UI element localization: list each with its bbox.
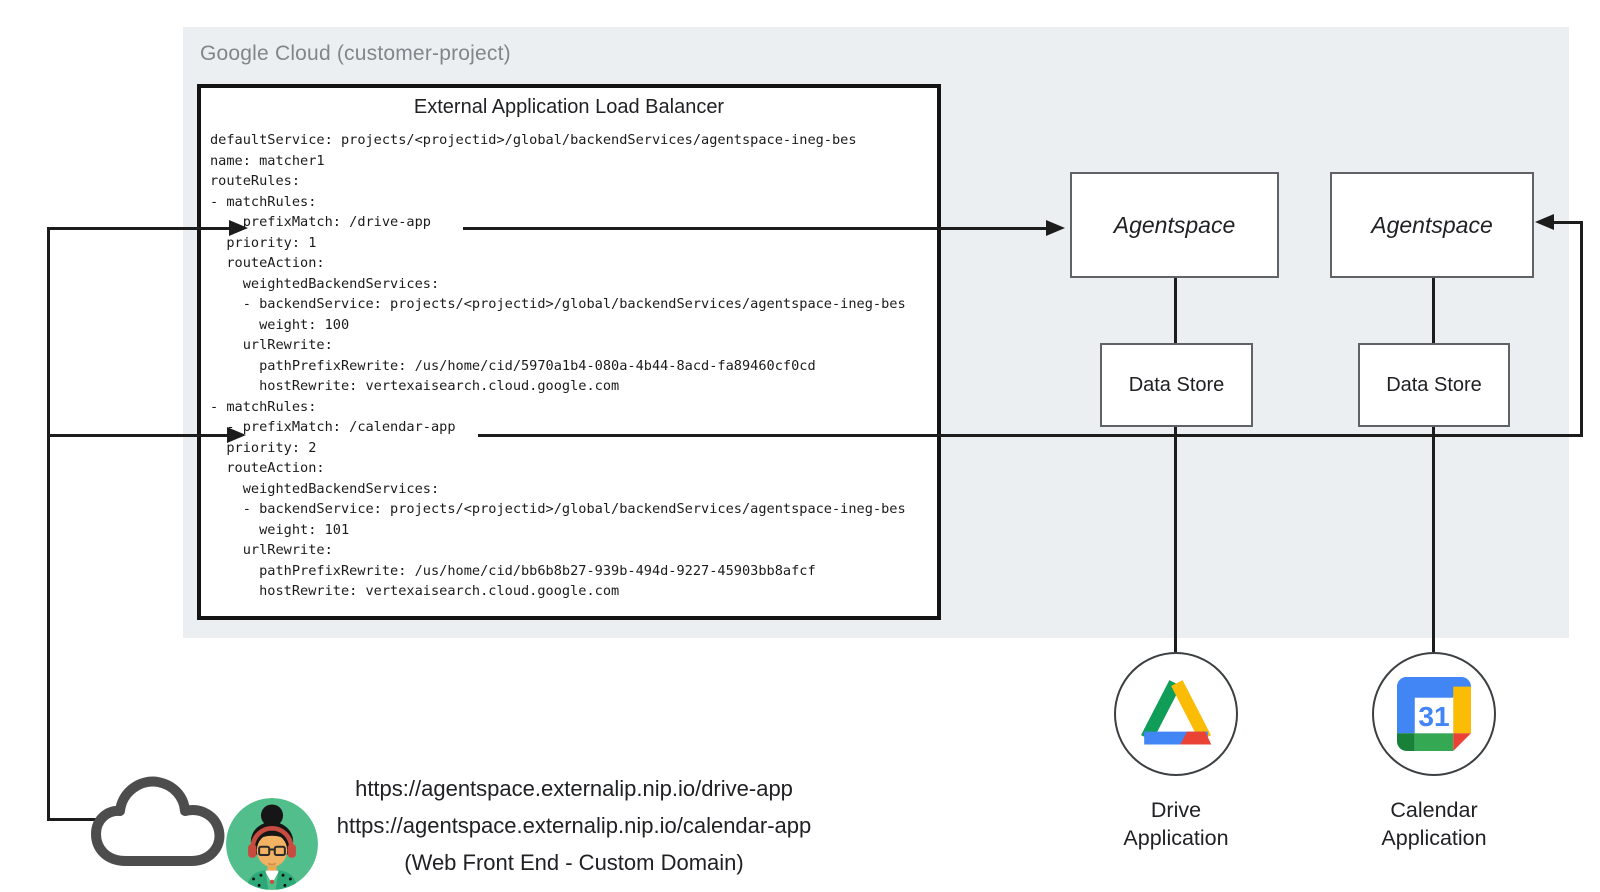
arrowhead-into-lb-drive bbox=[229, 220, 248, 236]
drive-rule-to-agentspace-line bbox=[463, 227, 1046, 230]
user-to-lb-drive-line bbox=[47, 227, 229, 230]
frontend-url-drive: https://agentspace.externalip.nip.io/dri… bbox=[355, 776, 793, 801]
google-drive-icon bbox=[1141, 680, 1212, 745]
drive-application-circle bbox=[1114, 652, 1238, 776]
agentspace-box-drive: Agentspace bbox=[1070, 172, 1279, 278]
drive-application-label: Drive Application bbox=[1123, 798, 1229, 850]
user-to-lb-calendar-line bbox=[47, 434, 227, 437]
datastore-to-app-line-calendar bbox=[1432, 427, 1435, 652]
datastore-label: Data Store bbox=[1386, 373, 1482, 396]
calendar-rule-line-vertical bbox=[1580, 221, 1583, 437]
agentspace-to-datastore-line-calendar bbox=[1432, 278, 1435, 343]
google-calendar-icon: 31 bbox=[1397, 677, 1471, 751]
arrowhead-into-agentspace-drive bbox=[1046, 220, 1065, 236]
datastore-to-app-line-drive bbox=[1174, 427, 1177, 652]
user-cloud-connector-line bbox=[47, 818, 97, 821]
cloud-icon bbox=[91, 776, 225, 866]
calendar-rule-line-top bbox=[1553, 221, 1583, 224]
frontend-urls-block: https://agentspace.externalip.nip.io/dri… bbox=[254, 770, 894, 881]
user-request-vertical-line bbox=[47, 227, 50, 821]
agentspace-to-datastore-line-drive bbox=[1174, 278, 1177, 343]
frontend-caption: (Web Front End - Custom Domain) bbox=[404, 850, 744, 875]
load-balancer-title: External Application Load Balancer bbox=[413, 96, 725, 118]
calendar-application-circle: 31 bbox=[1372, 652, 1496, 776]
agentspace-label: Agentspace bbox=[1371, 211, 1493, 238]
load-balancer-yaml-config: defaultService: projects/<projectid>/glo… bbox=[210, 132, 906, 599]
datastore-label: Data Store bbox=[1128, 373, 1225, 396]
frontend-url-calendar: https://agentspace.externalip.nip.io/cal… bbox=[336, 813, 812, 838]
datastore-box-calendar: Data Store bbox=[1358, 343, 1510, 427]
load-balancer-box: External Application Load Balancer defau… bbox=[197, 84, 941, 620]
calendar-rule-line-horizontal bbox=[478, 434, 1583, 437]
datastore-box-drive: Data Store bbox=[1100, 343, 1253, 427]
arrowhead-into-agentspace-calendar bbox=[1535, 214, 1554, 230]
arrowhead-into-lb-calendar bbox=[227, 427, 246, 443]
user-avatar bbox=[226, 798, 318, 890]
calendar-day-number: 31 bbox=[1418, 701, 1449, 732]
agentspace-label: Agentspace bbox=[1113, 211, 1236, 238]
calendar-application-label: Calendar Application bbox=[1381, 798, 1487, 850]
gcp-project-label: Google Cloud (customer-project) bbox=[200, 42, 511, 65]
agentspace-box-calendar: Agentspace bbox=[1330, 172, 1534, 278]
